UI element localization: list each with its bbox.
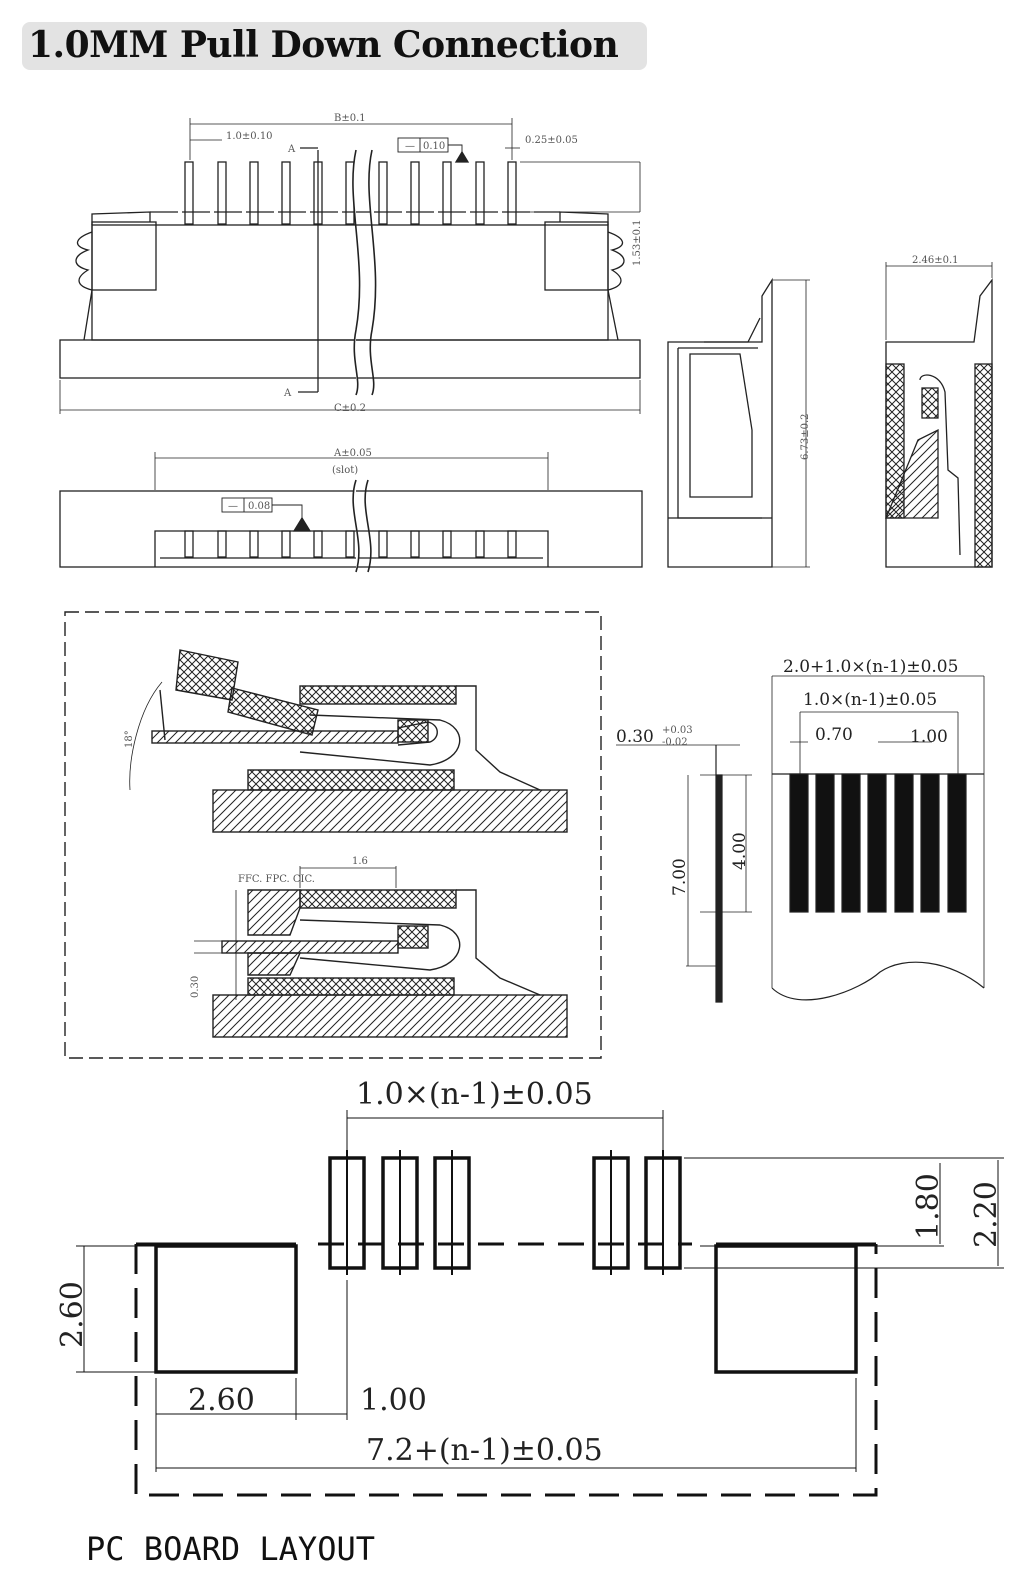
dim-section-width: 2.46±0.1 bbox=[912, 255, 959, 266]
slot-label: (slot) bbox=[332, 465, 358, 476]
pcb-layout-label: PC BOARD LAYOUT bbox=[86, 1530, 375, 1568]
bottom-view bbox=[59, 452, 643, 573]
side-view bbox=[667, 277, 810, 568]
title-badge bbox=[22, 22, 647, 70]
dim-angle: 18° bbox=[124, 730, 135, 748]
insertion-detail bbox=[64, 611, 602, 1059]
tol-lower: -0.02 bbox=[662, 737, 688, 748]
pcb-pads bbox=[328, 1150, 682, 1275]
front-pins bbox=[184, 161, 517, 225]
front-view bbox=[59, 118, 641, 414]
dim-side-height: 6.73±0.2 bbox=[800, 413, 811, 460]
dim-anchor-width: 2.60 bbox=[188, 1383, 255, 1418]
bottom-contacts bbox=[184, 530, 517, 558]
fpc-label: FFC. FPC. CIC. bbox=[238, 874, 315, 885]
dim-fpc-thickness: 0.30 bbox=[190, 976, 201, 998]
section-mark-top: A bbox=[287, 144, 296, 155]
dim-conductor: 0.70 bbox=[815, 725, 853, 745]
dim-bottom-flat: 0.08 bbox=[248, 501, 270, 512]
dim-fpc-pitch: 1.00 bbox=[910, 727, 948, 747]
dim-pcb-overall: 7.2+(n-1)±0.05 bbox=[366, 1433, 603, 1468]
dim-pad-length: 1.80 bbox=[911, 1173, 946, 1240]
section-view bbox=[885, 262, 993, 568]
dim-a: A±0.05 bbox=[333, 448, 372, 459]
fpc-spec bbox=[616, 675, 985, 1003]
dim-insert: 1.6 bbox=[352, 856, 368, 867]
dim-front-pitch: 1.0±0.10 bbox=[226, 131, 273, 142]
dim-front-flat: 0.10 bbox=[423, 141, 445, 152]
dim-pin-width: 0.25±0.05 bbox=[525, 135, 578, 146]
section-mark-bottom: A bbox=[283, 388, 292, 399]
dim-bottom-flat-sym: — bbox=[228, 501, 238, 512]
dim-pad-total: 2.20 bbox=[969, 1181, 1004, 1248]
dim-exposed: 4.00 bbox=[730, 832, 750, 870]
dim-stiffener: 7.00 bbox=[670, 858, 690, 896]
dim-front-flat-sym: — bbox=[405, 141, 415, 152]
pcb-layout bbox=[76, 1110, 1004, 1497]
dim-b: B±0.1 bbox=[334, 113, 366, 124]
dim-anchor-height: 2.60 bbox=[55, 1281, 90, 1348]
page-title: 1.0MM Pull Down Connection bbox=[28, 24, 619, 66]
dim-pcb-pitch-span: 1.0×(n-1)±0.05 bbox=[356, 1077, 593, 1112]
dim-c: C±0.2 bbox=[334, 403, 366, 414]
tol-upper: +0.03 bbox=[662, 725, 693, 736]
dim-fpc-pitch-span: 1.0×(n-1)±0.05 bbox=[803, 690, 937, 710]
dim-front-height: 1.53±0.1 bbox=[632, 219, 643, 266]
dim-fpc-overall: 2.0+1.0×(n-1)±0.05 bbox=[783, 657, 958, 677]
dim-fpc-thickness-spec: 0.30 bbox=[616, 727, 654, 747]
dim-pcb-offset: 1.00 bbox=[360, 1383, 427, 1418]
